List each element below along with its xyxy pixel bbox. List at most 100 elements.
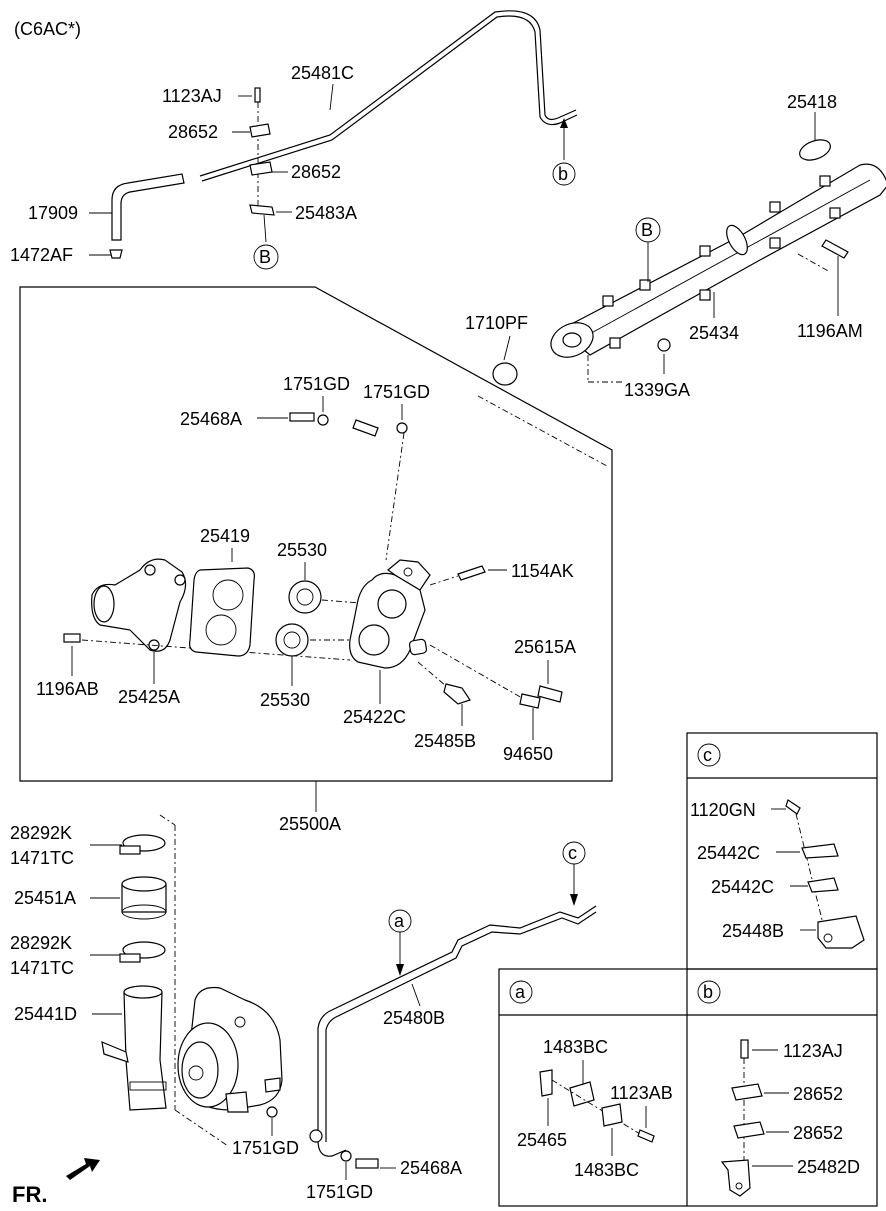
front-arrow-icon [66, 1158, 100, 1180]
bolt-1196AB [63, 633, 81, 643]
svg-text:c: c [568, 843, 577, 863]
pipe-25481C [199, 10, 577, 177]
label-1123AB: 1123AB [610, 1083, 673, 1103]
bolt-25468A-top [289, 412, 315, 422]
label-25442C-b: 25442C [711, 877, 774, 897]
bolt-25468A-bot [355, 1158, 379, 1169]
label-1751GD-b: 1751GD [363, 382, 430, 402]
label-1483BC-b: 1483BC [574, 1160, 639, 1180]
bolt-top-2 [352, 419, 379, 437]
label-25434: 25434 [689, 323, 739, 343]
label-1339GA: 1339GA [624, 380, 690, 400]
variant-label: (C6AC*) [14, 19, 81, 39]
label-25419: 25419 [200, 526, 250, 546]
label-28292K-a: 28292K [10, 823, 72, 843]
label-1120GN: 1120GN [690, 800, 756, 820]
housing-25425A [91, 558, 187, 652]
label-1471TC-a: 1471TC [10, 848, 74, 868]
bolt-1123AB [637, 1129, 655, 1143]
clip-1483BC-a [569, 1081, 595, 1107]
label-25418: 25418 [787, 92, 837, 112]
callout-b-top [552, 162, 576, 186]
clip-28652-top1 [249, 123, 271, 138]
plug-1154AK [457, 565, 486, 581]
label-1751GD-d: 1751GD [306, 1182, 373, 1202]
oring-1710PF [492, 362, 518, 386]
thermostat-25530-a [288, 580, 322, 614]
assembly-box-25500A [19, 286, 613, 782]
label-1751GD-a: 1751GD [283, 374, 350, 394]
label-25442C-a: 25442C [697, 843, 760, 863]
fitting-25485B [443, 683, 471, 705]
label-25425A: 25425A [118, 687, 180, 707]
label-28652-top1: 28652 [168, 122, 218, 142]
label-25481C: 25481C [291, 63, 354, 83]
callout-B-left [253, 244, 279, 270]
label-1123AJ-b: 1123AJ [783, 1041, 843, 1061]
label-28652-b2: 28652 [793, 1123, 843, 1143]
label-25482D: 25482D [797, 1157, 860, 1177]
label-25468A-top: 25468A [180, 409, 242, 429]
clip-28652-b2 [733, 1121, 765, 1139]
label-25448B: 25448B [722, 921, 784, 941]
gasket-25419 [189, 567, 255, 657]
bolt-1123AJ-top [254, 87, 261, 103]
label-94650: 94650 [503, 744, 553, 764]
label-25451A: 25451A [14, 888, 76, 908]
bracket-25483A [249, 204, 275, 216]
label-1196AM: 1196AM [797, 321, 863, 341]
label-25483A: 25483A [295, 203, 357, 223]
bracket-25465 [539, 1069, 553, 1097]
washer-1751GD-b [396, 422, 408, 434]
label-25530-b: 25530 [260, 690, 310, 710]
fr-label: FR. [12, 1182, 47, 1207]
pipe-25441D [123, 991, 167, 1111]
washer-1751GD-a [317, 414, 329, 426]
label-25441D: 25441D [14, 1004, 77, 1024]
pipe-bosses [602, 175, 841, 349]
label-17909: 17909 [28, 203, 78, 223]
bolt-1196AM [821, 239, 849, 259]
nut-1339GA [657, 338, 671, 352]
thermostat-25530-b [275, 623, 309, 657]
label-28652-top2: 28652 [291, 162, 341, 182]
clamp-1472AF [109, 249, 123, 259]
clip-25442C-a [801, 843, 839, 859]
sensor-94650 [519, 693, 541, 709]
label-1471TC-b: 1471TC [10, 958, 74, 978]
label-25530-a: 25530 [277, 540, 327, 560]
clip-28652-b1 [731, 1083, 763, 1101]
svg-text:c: c [703, 745, 712, 765]
label-25500A: 25500A [279, 814, 341, 834]
sensor-25615A [537, 685, 563, 703]
detail-box-a-b: a b [498, 968, 878, 1207]
svg-text:B: B [259, 247, 271, 267]
label-25480B: 25480B [383, 1008, 445, 1028]
label-25468A-bot: 25468A [400, 1158, 462, 1178]
label-1483BC-a: 1483BC [543, 1037, 608, 1057]
label-25422C: 25422C [343, 707, 406, 727]
label-25465: 25465 [517, 1130, 567, 1150]
label-1196AB: 1196AB [36, 679, 99, 699]
bolt-1123AJ-b [740, 1039, 749, 1059]
pipe-25480B [317, 905, 597, 1140]
bolt-1120GN [785, 799, 801, 815]
label-28652-b1: 28652 [793, 1084, 843, 1104]
hose-17909 [111, 173, 185, 241]
gasket-25418 [799, 139, 831, 161]
washer-1751GD-d [340, 1150, 352, 1162]
clip-28652-top2 [249, 161, 273, 176]
bracket-25448B [817, 915, 865, 949]
svg-text:b: b [558, 164, 568, 184]
svg-text:a: a [515, 982, 526, 1002]
svg-text:B: B [641, 220, 653, 240]
label-25485B: 25485B [414, 731, 476, 751]
label-25615A: 25615A [514, 637, 576, 657]
bracket-25482D [720, 1159, 751, 1197]
label-1751GD-c: 1751GD [232, 1138, 299, 1158]
label-1472AF: 1472AF [10, 245, 73, 265]
washer-1751GD-c [266, 1106, 278, 1118]
clip-1483BC-b [601, 1103, 623, 1127]
label-1154AK: 1154AK [511, 561, 574, 581]
